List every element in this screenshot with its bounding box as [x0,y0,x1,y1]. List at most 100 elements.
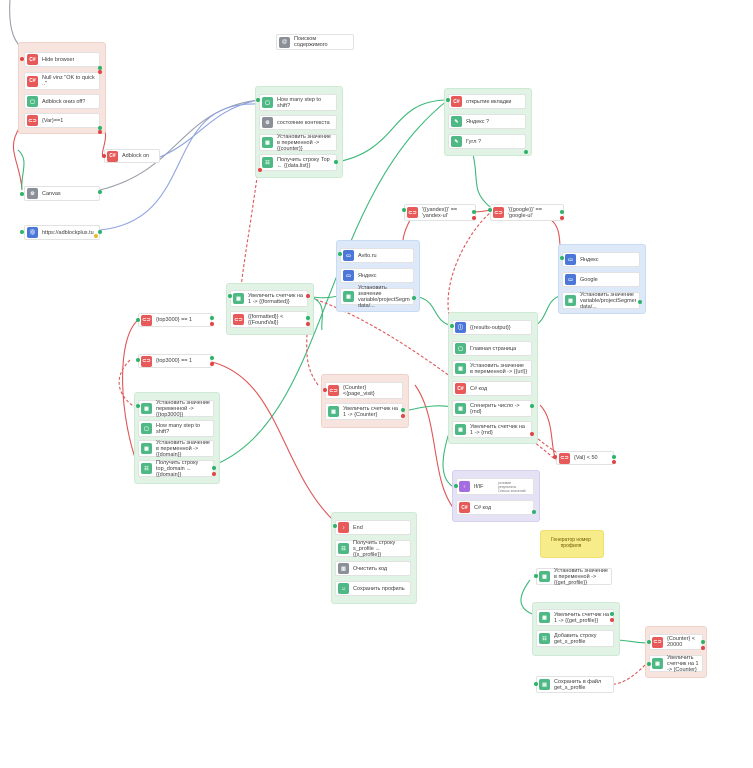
port-out-fail[interactable] [560,216,564,220]
node-clear-code[interactable]: ▥ Очистить код [335,561,411,576]
node-get-line-profile[interactable]: ☷ Получить строку s_profile ← {{s_profil… [335,540,411,558]
node-set-var-right[interactable]: ▦ Установить значение variable/projectSe… [562,292,640,310]
node-yandex[interactable]: ▭ Яндекс [340,268,414,283]
port-in[interactable] [136,404,140,408]
node-top3000-2[interactable]: ⊂⊃ {top3000} == 1 [138,354,212,368]
port-out-success[interactable] [212,466,216,470]
port-in[interactable] [136,318,140,322]
node-counter-lt-20000[interactable]: ⊂⊃ {Counter} < 20000 [649,634,703,650]
node-val-lt-50[interactable]: ⊂⊃ {Val} < 50 [556,451,614,465]
node-hide-browser[interactable]: C# Hide browser [24,52,100,67]
port-in[interactable] [333,524,337,528]
node-status-check[interactable]: ⚙ состояние контекста [259,115,337,130]
node-avito[interactable]: ▭ Avito.ru [340,248,414,263]
port-out-success[interactable] [612,455,616,459]
node-set-var-block[interactable]: ▦ Установить значение переменной -> {{to… [138,400,214,418]
node-cond-google[interactable]: ⊂⊃ '{{google}}' == 'google-ul' [490,204,564,221]
port-in[interactable] [647,662,651,666]
node-inc-counter[interactable]: ▦ Увеличить счетчик на 1 -> {{formatted}… [230,290,308,307]
port-out-fail[interactable] [306,322,310,326]
node-bing-q[interactable]: ✎ Гугл ? [448,134,526,149]
port-out-fail[interactable] [472,216,476,220]
port-out-success[interactable] [334,160,338,164]
node-formatted-cond[interactable]: ⊂⊃ {{formatted}} < {{FoundVal}} [230,311,308,328]
node-set-value3[interactable]: ▦ Установить значение в переменной -> {{… [138,440,214,458]
port-in[interactable] [647,640,651,644]
node-browser-open[interactable]: C# открытие вкладки [448,94,526,109]
node-set-var-left[interactable]: ▦ Установить значение variable/projectSe… [340,285,414,309]
port-in[interactable] [102,154,106,158]
node-set-var-g1[interactable]: ▦ Установить значение в переменной -> {{… [536,568,612,586]
port-in[interactable] [534,574,538,578]
node-adblock-on[interactable]: C# Adblock on [104,149,160,163]
port-out-fail[interactable] [530,432,534,436]
port-in[interactable] [488,208,492,212]
port-out-success[interactable] [638,300,642,304]
port-in[interactable] [338,252,342,256]
port-out-success[interactable] [412,296,416,300]
port-out-success[interactable] [532,510,536,514]
port-out-success[interactable] [98,66,102,70]
node-if[interactable]: ♀ If/IF условие результаты Список значен… [456,478,534,495]
node-top3000-1[interactable]: ⊂⊃ {top3000} == 1 [138,313,212,327]
node-results-link[interactable]: ⓘ {{results-output}} [452,320,532,335]
node-get-line-top2[interactable]: ☷ Получить строку top_domain ← {{domain}… [138,460,214,478]
node-search-top[interactable]: @ Поиском содержимого [276,34,354,50]
port-out-fail[interactable] [701,646,705,650]
port-in[interactable] [402,208,406,212]
node-inc-counter4[interactable]: ▦ Увеличить счетчик на 1 -> {{get_profil… [536,609,614,626]
node-set-value[interactable]: ▦ Установить значение в переменной -> {{… [259,134,337,152]
node-google-right[interactable]: ▭ Google [562,272,640,287]
port-out-fail[interactable] [612,460,616,464]
node-csharp-code[interactable]: C# C# код [452,381,532,396]
node-add-line[interactable]: ☷ Добавить строку get_s_profile [536,630,614,647]
node-counter-cond[interactable]: ⊂⊃ {Counter} <{page_visit} [325,382,403,399]
node-how-many-step[interactable]: ▢ How many step to shift? [259,94,337,111]
port-out-success[interactable] [530,404,534,408]
port-out-fail[interactable] [210,322,214,326]
port-in[interactable] [454,484,458,488]
node-inc-counter2[interactable]: ▦ Увеличить счетчик на 1 -> {Counter} [325,403,403,420]
node-null-ok-quick[interactable]: C# Null vinz "OK to quick .." [24,72,100,90]
node-set-value2[interactable]: ▦ Установить значение в переменной -> {{… [452,360,532,377]
port-out-fail[interactable] [98,70,102,74]
port-out-fail[interactable] [610,618,614,622]
node-adblock-enter[interactable]: ▢ Adblock ониз off? [24,94,100,109]
node-csharp-code2[interactable]: C# C# код [456,500,534,515]
node-end[interactable]: ♪ End [335,520,411,535]
port-out-warn[interactable] [94,234,98,238]
port-out-success[interactable] [210,356,214,360]
port-in[interactable] [136,358,140,362]
node-yandex-right[interactable]: ▭ Яндекс [562,252,640,267]
port-out-fail[interactable] [98,130,102,134]
node-main-page[interactable]: ▢ Главная страница [452,341,532,356]
node-inc-counter5[interactable]: ▦ Увеличить счетчик на 1 -> {Counter} [649,655,703,673]
port-out-success[interactable] [98,126,102,130]
port-out-fail[interactable] [212,472,216,476]
port-out-fail[interactable] [401,414,405,418]
port-in[interactable] [256,98,260,102]
port-in[interactable] [20,192,24,196]
node-generate-rand[interactable]: ▦ Сгенерить число -> {rnd} [452,400,532,417]
port-in[interactable] [228,294,232,298]
node-cond-yandex[interactable]: ⊂⊃ '{{yandex}}' == 'yandex-ul' [404,204,476,221]
node-inc-counter3[interactable]: ▦ Увеличить счетчик на 1 -> {rnd} [452,421,532,438]
node-save-profile[interactable]: ☺ Сохранить профиль [335,581,411,596]
port-out-success[interactable] [210,316,214,320]
port-out-success[interactable] [701,640,705,644]
port-in[interactable] [560,256,564,260]
node-yandex-q[interactable]: ✎ Яндекс ? [448,114,526,129]
port-out-success[interactable] [98,190,102,194]
node-canvas[interactable]: ⚙ Canvas [24,186,100,201]
node-url-adblock[interactable]: ⓪ https://adblockplus.tu [24,225,100,240]
port-in[interactable] [20,230,24,234]
port-in[interactable] [553,455,557,459]
port-in[interactable] [323,388,327,392]
port-in[interactable] [534,682,538,686]
node-how-many-step2[interactable]: ▢ How many step to shift? [138,420,214,437]
port-out-fail[interactable] [258,168,262,172]
port-in[interactable] [20,57,24,61]
port-in[interactable] [446,98,450,102]
port-out-success[interactable] [560,210,564,214]
